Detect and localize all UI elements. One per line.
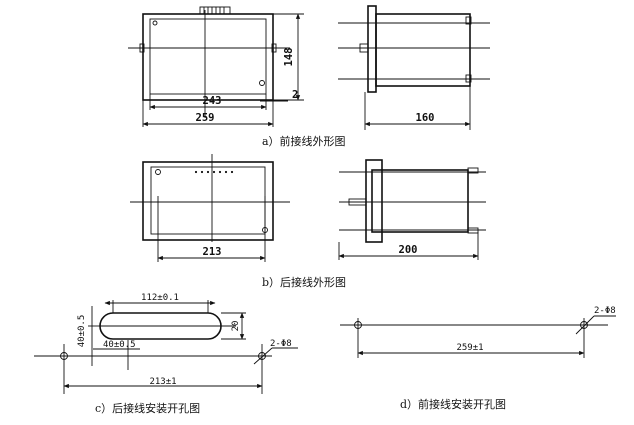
dim-vertical: 40±0.5	[77, 315, 87, 348]
caption-c: c）后接线安装开孔图	[95, 401, 200, 415]
dim-inner-width: 243	[203, 95, 222, 107]
dim-span-c: 213±1	[149, 377, 176, 387]
dim-gap: 2	[292, 89, 298, 101]
screw-icon	[155, 169, 161, 175]
dim-height: 148	[283, 48, 295, 67]
caption-b: b）后接线外形图	[262, 275, 346, 289]
dim-slot-length: 112±0.1	[141, 293, 179, 303]
dim-span-d: 259±1	[456, 343, 483, 353]
dim-holes-d: 2-Φ8	[594, 306, 616, 316]
dim-outer-width: 259	[196, 112, 215, 124]
figure-c-rear-cutout: 112±0.1 20 40±0.5 40±0.5 2-Φ8 213±1	[34, 293, 298, 394]
figure-a-front-view: 148 243 2 259	[128, 6, 304, 127]
figure-b-rear-view: 213	[130, 154, 290, 262]
figure-a-side-view: 160	[338, 5, 490, 130]
screw-icon	[259, 80, 265, 86]
dim-depth: 160	[416, 112, 435, 124]
slot-outline	[99, 312, 222, 340]
dim-inner-width-b: 213	[203, 246, 222, 258]
dim-holes-c: 2-Φ8	[270, 339, 292, 349]
dim-horizontal: 40±0.5	[103, 340, 136, 350]
caption-d: d）前接线安装开孔图	[400, 397, 506, 411]
terminal-strip	[199, 6, 231, 15]
dim-depth-b: 200	[399, 244, 418, 256]
dim-slot-height: 20	[231, 321, 241, 332]
terminal-dots	[194, 170, 234, 174]
caption-a: a）前接线外形图	[262, 134, 346, 148]
figure-d-front-cutout: 2-Φ8 259±1	[340, 306, 616, 358]
figure-b-side-view: 200	[338, 159, 486, 260]
screw-icon	[152, 20, 158, 26]
